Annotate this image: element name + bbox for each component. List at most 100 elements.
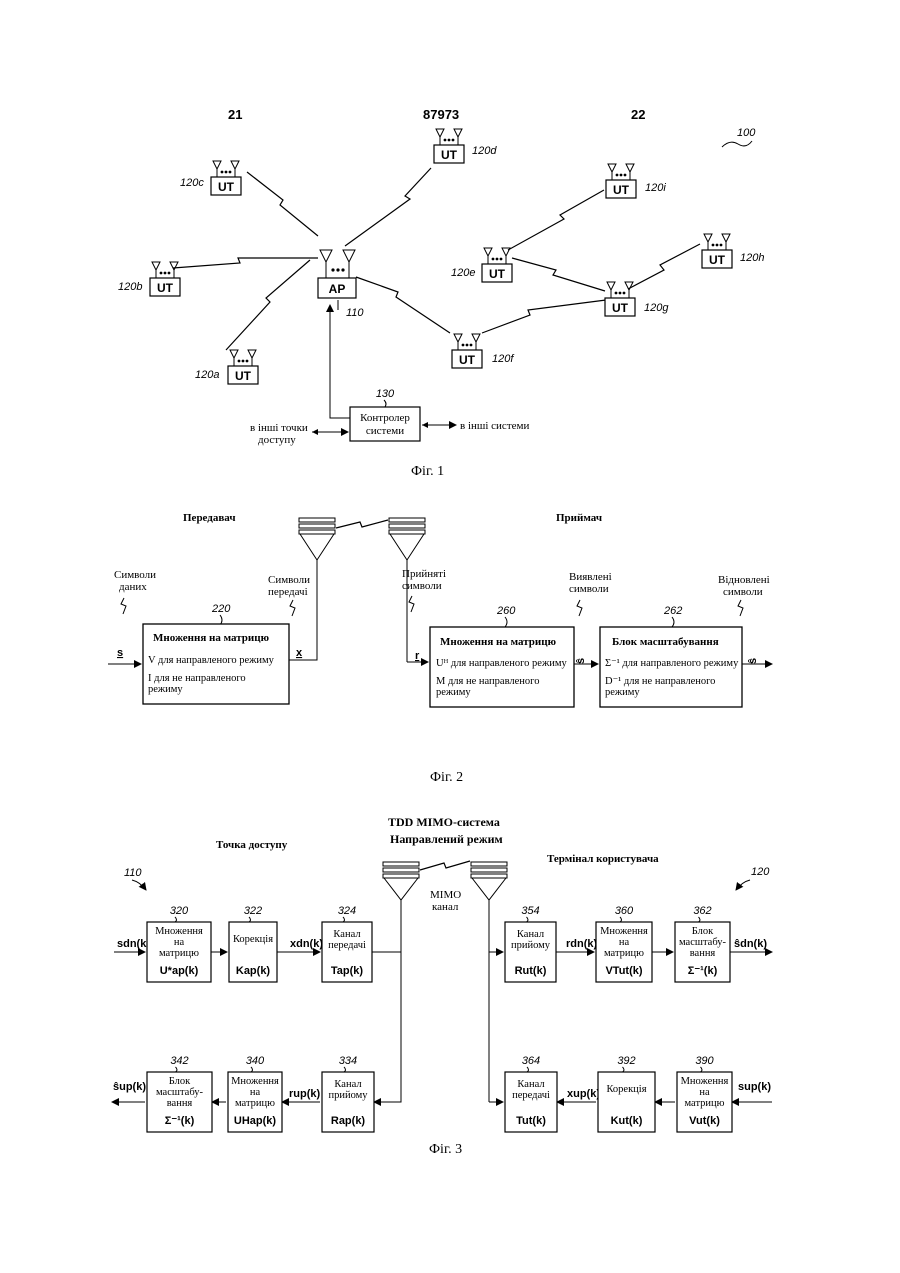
ref-220: 220 <box>211 603 231 615</box>
block-label: Множення <box>155 926 203 937</box>
ut-ref-120a: 120a <box>195 369 219 381</box>
user-terminal-120d: UT120d <box>434 129 497 163</box>
block-symbol: Rap(k) <box>331 1115 366 1127</box>
box220-line2: I для не направленого <box>148 673 246 684</box>
block-label: матрицю <box>235 1098 275 1109</box>
ut-label: UT <box>709 253 726 267</box>
signal-sdn: sdn(k) <box>117 938 150 950</box>
user-terminal-120i: UT120i <box>606 164 666 198</box>
block-label: на <box>174 937 185 948</box>
signal-rdn: rdn(k) <box>566 938 598 950</box>
ref-120: 120 <box>751 866 770 878</box>
det-symbols-1: Виявлені <box>569 571 612 583</box>
to-other-ap-1: в інші точки <box>250 422 308 434</box>
controller-ref: 130 <box>376 388 395 400</box>
to-other-ap-2: доступу <box>258 434 296 446</box>
signal-xup: xup(k) <box>567 1088 600 1100</box>
figure-3-caption: Фіг. 3 <box>429 1142 462 1157</box>
mimo-channel-link <box>420 861 470 870</box>
ut-label: UT <box>235 369 252 383</box>
block-340: 340МноженнянаматрицюUHap(k) <box>228 1055 282 1132</box>
block-symbol: UHap(k) <box>234 1115 277 1127</box>
controller-label-2: системи <box>366 425 404 437</box>
block-ref: 392 <box>617 1055 635 1067</box>
box262-line2: D⁻¹ для не направленого <box>605 676 715 687</box>
box262-line3: режиму <box>605 687 640 698</box>
signal-rup: rup(k) <box>289 1088 321 1100</box>
block-label: Канал <box>517 1079 544 1090</box>
signal-shat-dn: ŝdn(k) <box>734 938 767 950</box>
block-322: 322КорекціяKap(k) <box>229 905 277 982</box>
ap-label: AP <box>329 282 346 296</box>
block-ref: 322 <box>244 905 262 917</box>
block-354: 354КаналприйомуRut(k) <box>505 905 556 982</box>
figure-2-caption: Фіг. 2 <box>430 770 463 785</box>
fig3-title: TDD MIMO-система <box>388 815 500 829</box>
ut-label: UT <box>441 148 458 162</box>
block-ref: 364 <box>522 1055 540 1067</box>
ut-label: UT <box>489 267 506 281</box>
box260-line2: M для не направленого <box>436 676 539 687</box>
block-label: на <box>699 1087 710 1098</box>
user-terminal-120f: UT120f <box>452 334 514 368</box>
access-point-title: Точка доступу <box>216 839 288 851</box>
rec-symbols-1: Відновлені <box>718 574 770 586</box>
transmitter-title: Передавач <box>183 512 236 524</box>
ap-ref: 110 <box>346 307 364 319</box>
mimo-label-2: канал <box>432 901 459 913</box>
block-324: 324КаналпередачіTap(k) <box>322 905 372 982</box>
user-terminal-120g: UT 120g <box>605 282 669 316</box>
block-ref: 390 <box>695 1055 714 1067</box>
block-ref: 360 <box>615 905 634 917</box>
data-symbols-1: Символи <box>114 569 156 581</box>
access-point-ap: AP 110 <box>318 250 364 319</box>
ut-label: UT <box>459 353 476 367</box>
block-362: 362Блокмасштабу-ванняΣ⁻¹(k) <box>675 905 730 982</box>
block-symbol: Vut(k) <box>689 1115 720 1127</box>
block-ref: 342 <box>170 1055 188 1067</box>
signal-shat-up: ŝup(k) <box>113 1081 146 1093</box>
figure-1: 100 AP 110 UT120aUT120bUT120c <box>118 127 764 479</box>
block-342: 342Блокмасштабу-ванняΣ⁻¹(k) <box>147 1055 212 1132</box>
ref-260: 260 <box>496 605 516 617</box>
mimo-label-1: MIMO <box>430 889 461 901</box>
block-364: 364КаналпередачіTut(k) <box>505 1055 557 1132</box>
receiver-title: Приймач <box>556 512 602 524</box>
user-terminal-120c: UT120c <box>180 161 241 195</box>
patent-number: 87973 <box>423 107 459 122</box>
block-symbol: Σ⁻¹(k) <box>165 1115 195 1127</box>
block-symbol: Σ⁻¹(k) <box>688 965 718 977</box>
block-label: матрицю <box>604 948 644 959</box>
user-terminal-120h: UT120h <box>702 234 764 268</box>
signal-sup: sup(k) <box>738 1081 771 1093</box>
box260-title: Множення на матрицю <box>440 636 556 648</box>
ut-ref-120c: 120c <box>180 177 204 189</box>
block-symbol: U*ap(k) <box>160 965 199 977</box>
tx-symbols-1: Символи <box>268 574 310 586</box>
rx-symbols-1: Прийняті <box>402 568 446 580</box>
block-label: Корекція <box>606 1084 646 1095</box>
block-symbol: VTut(k) <box>605 965 642 977</box>
rec-symbols-2: символи <box>723 586 763 598</box>
block-ref: 340 <box>246 1055 265 1067</box>
block-symbol: Kap(k) <box>236 965 271 977</box>
controller-label-1: Контролер <box>360 412 410 424</box>
ut-ref-120g: 120g <box>644 302 669 314</box>
ref-262: 262 <box>663 605 682 617</box>
block-label: матрицю <box>684 1098 724 1109</box>
block-334: 334КаналприйомуRap(k) <box>322 1055 374 1132</box>
signal-r: r <box>415 650 420 662</box>
box220-title: Множення на матрицю <box>153 632 269 644</box>
block-label: Множення <box>681 1076 729 1087</box>
ut-label: UT <box>157 281 174 295</box>
ut-label: UT <box>612 301 629 315</box>
box220-line3: режиму <box>148 684 183 695</box>
block-label: передачі <box>328 940 366 951</box>
det-symbols-2: символи <box>569 583 609 595</box>
block-390: 390МноженнянаматрицюVut(k) <box>677 1055 732 1132</box>
rx-symbols-2: символи <box>402 580 442 592</box>
block-label: Канал <box>334 1079 361 1090</box>
box260-line1: Uᴴ для направленого режиму <box>436 658 567 669</box>
block-ref: 334 <box>339 1055 357 1067</box>
